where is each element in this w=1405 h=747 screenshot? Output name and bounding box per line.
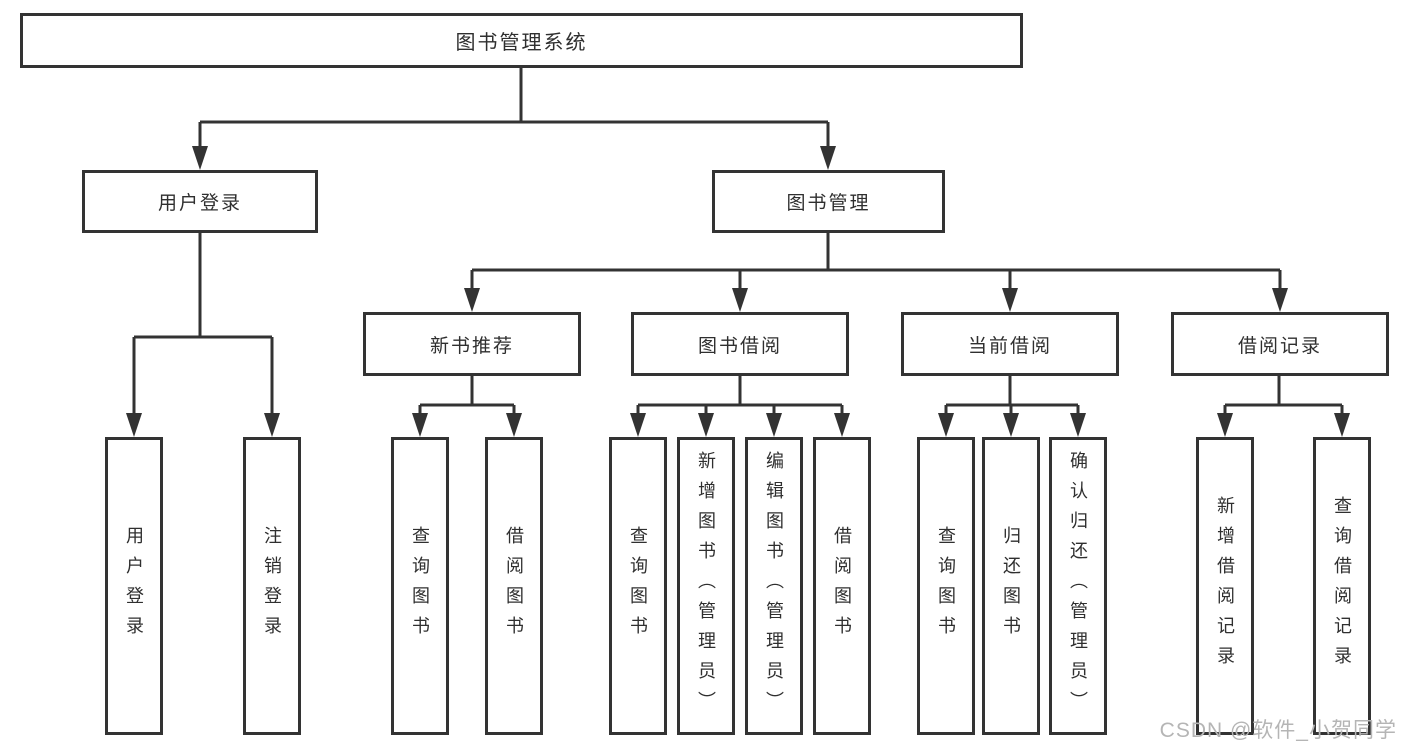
node-label: 注销登录 [262, 526, 282, 646]
leaf-user-login: 用户登录 [105, 437, 163, 735]
node-label: 图书管理系统 [455, 32, 588, 54]
node-label: 借阅图书 [504, 526, 524, 646]
arrowheads [126, 146, 1350, 437]
node-label: 图书管理 [786, 193, 871, 214]
node-label: 查询借阅记录 [1332, 496, 1352, 676]
node-label: 编辑图书（管理员） [764, 451, 784, 721]
node-label: 用户登录 [124, 526, 144, 646]
node-label: 确认归还（管理员） [1068, 451, 1088, 721]
node-new-book-recommend: 新书推荐 [363, 312, 581, 376]
node-label: 用户登录 [157, 193, 242, 214]
node-label: 查询图书 [936, 526, 956, 646]
csdn-watermark: CSDN @软件_小贺同学 [1159, 719, 1397, 742]
node-label: 新书推荐 [429, 335, 514, 357]
leaf-borrow-add-books-admin: 新增图书（管理员） [677, 437, 735, 735]
node-label: 新增借阅记录 [1215, 496, 1235, 676]
node-label: 借阅记录 [1237, 335, 1322, 357]
leaf-records-add-record: 新增借阅记录 [1196, 437, 1254, 735]
leaf-records-query-record: 查询借阅记录 [1313, 437, 1371, 735]
leaf-current-query-books: 查询图书 [917, 437, 975, 735]
node-book-borrowing: 图书借阅 [631, 312, 849, 376]
node-label: 查询图书 [410, 526, 430, 646]
node-book-management-branch: 图书管理 [712, 170, 945, 233]
node-label: 新增图书（管理员） [696, 451, 716, 721]
node-label: 查询图书 [628, 526, 648, 646]
leaf-current-confirm-return-admin: 确认归还（管理员） [1049, 437, 1107, 735]
leaf-borrow-borrow-books: 借阅图书 [813, 437, 871, 735]
node-borrowing-records: 借阅记录 [1171, 312, 1389, 376]
leaf-newbook-borrow-books: 借阅图书 [485, 437, 543, 735]
leaf-borrow-edit-books-admin: 编辑图书（管理员） [745, 437, 803, 735]
node-root-library-system: 图书管理系统 [20, 13, 1023, 68]
leaf-current-return-books: 归还图书 [982, 437, 1040, 735]
node-user-login-branch: 用户登录 [82, 170, 318, 233]
node-current-borrowing: 当前借阅 [901, 312, 1119, 376]
leaf-logout: 注销登录 [243, 437, 301, 735]
node-label: 当前借阅 [967, 335, 1052, 357]
leaf-borrow-query-books: 查询图书 [609, 437, 667, 735]
node-label: 借阅图书 [832, 526, 852, 646]
node-label: 归还图书 [1001, 526, 1021, 646]
leaf-newbook-query-books: 查询图书 [391, 437, 449, 735]
node-label: 图书借阅 [697, 335, 782, 357]
